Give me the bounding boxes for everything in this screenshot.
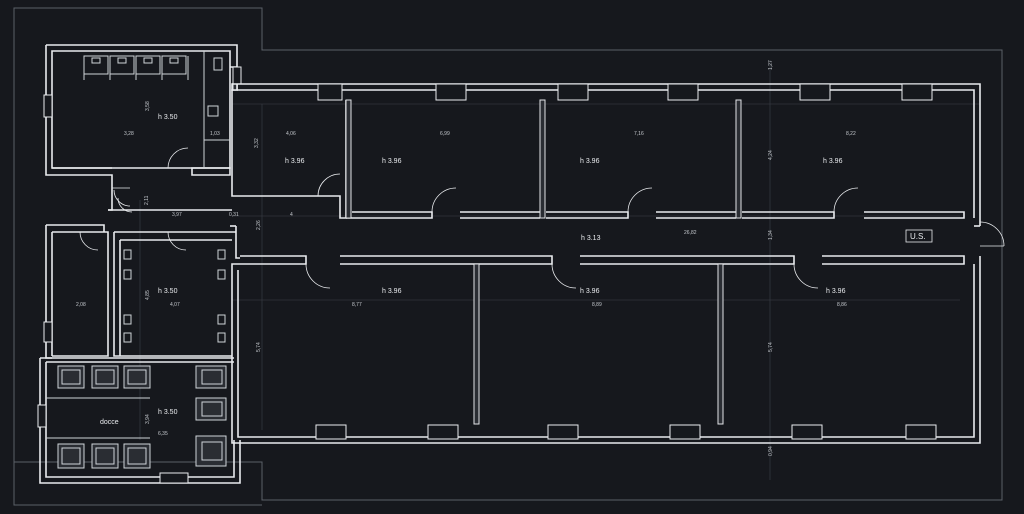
room-height-top-3: h 3.96	[823, 158, 843, 165]
room-height-bot-2: h 3.96	[826, 288, 846, 295]
dim-2-08: 2,08	[76, 302, 86, 308]
room-height-labels: h 3.50 h 3.50 h 3.50 docce h 3.96 h 3.96…	[100, 114, 846, 426]
dim-8-22: 8,22	[846, 131, 856, 137]
dim-0-31: 0,31	[229, 212, 239, 218]
dim-2-11: 2,11	[144, 195, 150, 205]
left-mid-height: h 3.50	[158, 288, 178, 295]
dim-5-74-left: 5,74	[256, 342, 262, 352]
dim-3-97: 3,97	[172, 212, 182, 218]
doors-main	[305, 173, 1005, 289]
corridor-height: h 3.13	[581, 235, 601, 242]
dim-8-86: 8,86	[837, 302, 847, 308]
windows-top	[317, 83, 933, 101]
dim-8-89: 8,89	[592, 302, 602, 308]
main-building-walls	[230, 83, 981, 444]
dim-1-34: 1,34	[768, 230, 774, 240]
dim-4-07: 4,07	[170, 302, 180, 308]
dim-4-85: 4,85	[145, 290, 151, 300]
sinks	[123, 249, 226, 343]
toilet-stalls	[83, 55, 223, 117]
dim-0-94: 0,94	[768, 446, 774, 456]
exit-label: U.S.	[910, 232, 926, 241]
dim-7-16: 7,16	[634, 131, 644, 137]
dim-6-99: 6,99	[440, 131, 450, 137]
room-height-bot-1: h 3.96	[580, 288, 600, 295]
dimension-labels: 3,58 3,28 1,03 3,32 4,06 6,99 7,16 8,22 …	[76, 60, 856, 456]
left-upper-height: h 3.50	[158, 114, 178, 121]
left-upper-block	[45, 44, 238, 188]
dim-4-24: 4,24	[768, 150, 774, 160]
partitions	[345, 99, 742, 425]
dim-3-32: 3,32	[254, 138, 260, 148]
showers-label: docce	[100, 419, 119, 426]
showers-block	[37, 357, 241, 484]
dimension-lines	[139, 60, 980, 480]
dim-2-26: 2,26	[256, 220, 262, 230]
room-height-top-1: h 3.96	[382, 158, 402, 165]
dim-4: 4	[290, 212, 293, 218]
room-height-top-0: h 3.96	[285, 158, 305, 165]
dim-3-28: 3,28	[124, 131, 134, 137]
dim-26-82: 26,82	[684, 230, 697, 236]
room-height-top-2: h 3.96	[580, 158, 600, 165]
exit-marker: U.S.	[905, 229, 933, 243]
dim-8-77: 8,77	[352, 302, 362, 308]
dim-6-35: 6,35	[158, 431, 168, 437]
site-boundary	[13, 7, 1003, 501]
dim-3-94: 3,94	[145, 414, 151, 424]
site-boundary-left	[13, 8, 262, 506]
dim-1-27: 1,27	[768, 60, 774, 70]
dim-3-58: 3,58	[145, 101, 151, 111]
windows-bottom	[315, 424, 937, 440]
dim-4-06: 4,06	[286, 131, 296, 137]
dim-1-03: 1,03	[210, 131, 220, 137]
room-height-bot-0: h 3.96	[382, 288, 402, 295]
dim-5-74-right: 5,74	[768, 342, 774, 352]
corridor-walls	[240, 211, 965, 265]
left-lower-height: h 3.50	[158, 409, 178, 416]
